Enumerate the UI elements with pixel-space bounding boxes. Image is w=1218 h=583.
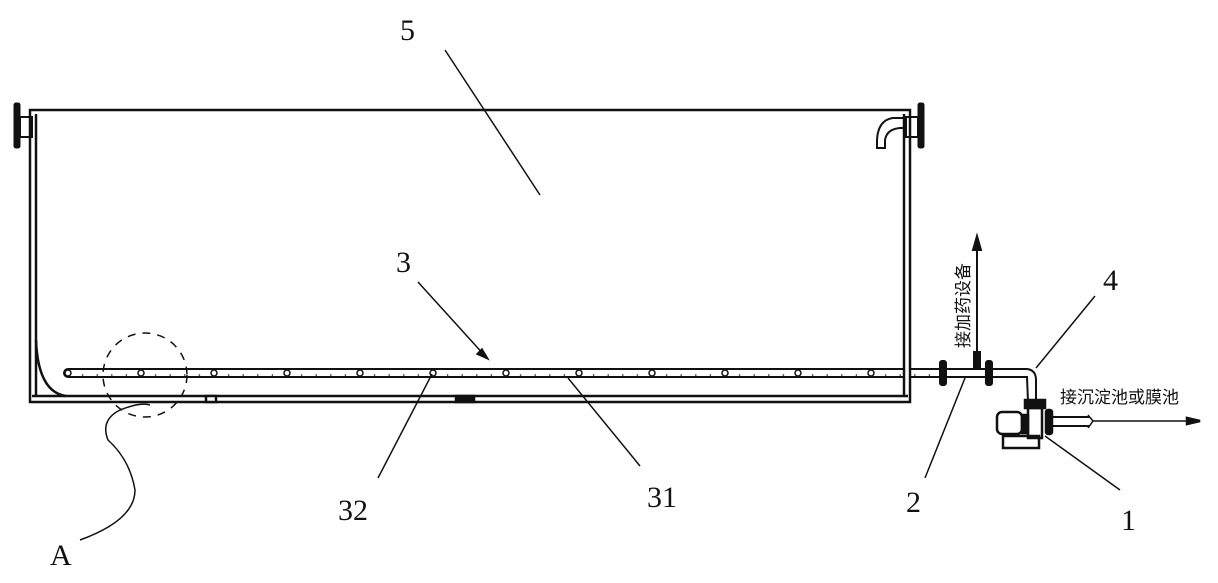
aeration-hole bbox=[64, 369, 72, 377]
micro-hole bbox=[549, 374, 551, 376]
aeration-hole bbox=[210, 369, 218, 377]
micro-hole bbox=[242, 374, 244, 376]
micro-hole bbox=[592, 374, 595, 376]
aeration-hole bbox=[137, 369, 145, 377]
micro-hole bbox=[461, 374, 464, 376]
label-5: 5 bbox=[400, 14, 415, 47]
detail-circle bbox=[102, 332, 188, 418]
flange bbox=[939, 360, 947, 386]
label-31: 31 bbox=[647, 481, 677, 514]
micro-hole bbox=[680, 374, 682, 376]
micro-hole bbox=[928, 374, 931, 376]
aeration-hole bbox=[356, 369, 364, 377]
micro-hole bbox=[417, 374, 420, 376]
micro-hole bbox=[184, 374, 186, 376]
aeration-hole bbox=[502, 369, 510, 377]
micro-hole bbox=[111, 374, 113, 376]
micro-hole bbox=[753, 374, 755, 376]
micro-hole bbox=[826, 374, 828, 376]
micro-hole bbox=[563, 374, 566, 376]
micro-hole bbox=[534, 374, 536, 376]
inlet-nozzle-left bbox=[13, 102, 33, 149]
outlet-annotation: 接沉淀池或膜池 bbox=[1060, 388, 1179, 408]
leader-lines bbox=[79, 49, 1121, 541]
micro-hole bbox=[884, 374, 887, 376]
micro-hole bbox=[257, 374, 259, 376]
inlet-pipe bbox=[910, 232, 1037, 403]
micro-hole bbox=[519, 374, 522, 376]
aeration-hole bbox=[648, 369, 656, 377]
micro-hole bbox=[899, 374, 901, 376]
aeration-hole bbox=[867, 369, 875, 377]
micro-hole bbox=[198, 374, 201, 376]
micro-hole bbox=[344, 374, 347, 376]
micro-hole bbox=[811, 374, 814, 376]
label-2: 2 bbox=[906, 486, 921, 519]
micro-hole bbox=[96, 374, 98, 376]
micro-hole bbox=[607, 374, 609, 376]
label-4: 4 bbox=[1103, 264, 1118, 297]
label-A: A bbox=[50, 539, 72, 572]
micro-hole bbox=[490, 374, 493, 376]
micro-hole bbox=[914, 374, 916, 376]
micro-hole bbox=[154, 374, 157, 376]
micro-hole bbox=[446, 374, 449, 376]
micro-hole bbox=[300, 374, 303, 376]
micro-hole bbox=[709, 374, 712, 376]
flange bbox=[985, 360, 993, 386]
micro-hole bbox=[476, 374, 478, 376]
label-32: 32 bbox=[338, 494, 368, 527]
dosing-annotation: 接加药设备 bbox=[954, 263, 974, 348]
micro-hole bbox=[841, 374, 843, 376]
label-3: 3 bbox=[396, 246, 411, 279]
micro-hole bbox=[403, 374, 405, 376]
micro-hole bbox=[227, 374, 230, 376]
micro-hole bbox=[315, 374, 318, 376]
micro-hole bbox=[768, 374, 770, 376]
micro-hole bbox=[855, 374, 858, 376]
micro-hole bbox=[622, 374, 624, 376]
aeration-hole bbox=[283, 369, 291, 377]
micro-hole bbox=[388, 374, 391, 376]
tank bbox=[28, 108, 912, 404]
micro-hole bbox=[636, 374, 639, 376]
aeration-hole bbox=[794, 369, 802, 377]
micro-hole bbox=[665, 374, 668, 376]
micro-hole bbox=[271, 374, 274, 376]
micro-hole bbox=[782, 374, 785, 376]
micro-hole bbox=[695, 374, 697, 376]
label-1: 1 bbox=[1121, 504, 1136, 537]
micro-hole bbox=[373, 374, 376, 376]
micro-hole bbox=[81, 374, 84, 376]
micro-hole bbox=[738, 374, 741, 376]
aeration-pipe bbox=[63, 368, 931, 378]
pump bbox=[995, 398, 1201, 450]
aeration-hole bbox=[575, 369, 583, 377]
micro-hole bbox=[169, 374, 171, 376]
micro-hole bbox=[330, 374, 332, 376]
micro-hole bbox=[125, 374, 128, 376]
aeration-hole bbox=[721, 369, 729, 377]
outlet-nozzle-right bbox=[876, 102, 925, 149]
